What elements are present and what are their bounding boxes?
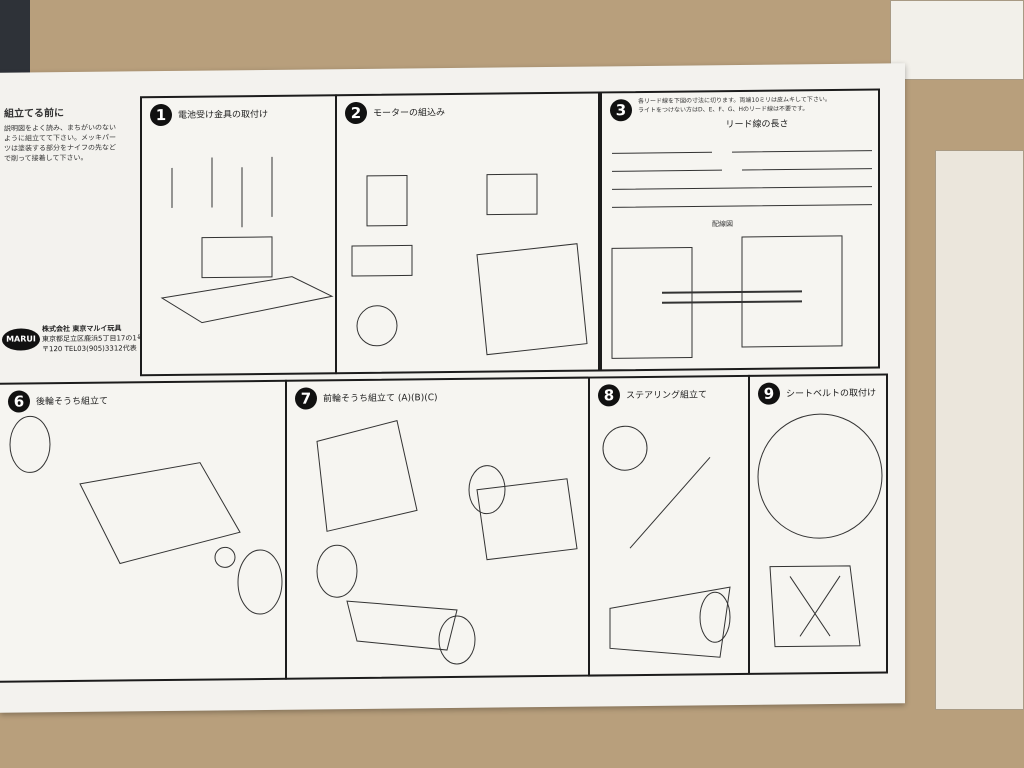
- lead-wire-diagram: [611, 150, 872, 359]
- step-2-panel: 2 モーターの組込み: [335, 91, 600, 375]
- company-tel: 〒120 TEL03(905)3312代表: [42, 344, 137, 354]
- step-number: 3: [610, 99, 632, 122]
- background-dark-corner: [0, 0, 30, 85]
- step-6-panel: 6 後輪そうち組立て: [0, 379, 287, 683]
- rear-wheel-illustration: [9, 415, 283, 615]
- front-wheel-illustration: [316, 419, 578, 665]
- step-9-panel: 9 シートベルトの取付け: [748, 373, 888, 675]
- company-logo: MARUI: [2, 328, 40, 351]
- intro-text: 説明図をよく読み、まちがいのないように組立てて下さい。メッキパーツは塗装する部分…: [4, 123, 116, 163]
- step-8-panel: 8 ステアリング組立て: [588, 374, 750, 677]
- light-wire-note: ライトをつけない方はD、E、F、G、Hのリード線は不要です。: [638, 105, 809, 115]
- instruction-sheet: 組立てる前に 説明図をよく読み、まちがいのないように組立てて下さい。メッキパーツ…: [0, 63, 905, 713]
- motor-illustration: [351, 173, 588, 356]
- step-3-panel: 3 各リード線を下図の寸法に切ります。両端10ミリは皮ムキして下さい。 ライトを…: [600, 88, 880, 372]
- step-title: リード線の長さ: [725, 119, 789, 131]
- company-info: 株式会社 東京マルイ玩具 東京都足立区鹿浜5丁目17の1号 〒120 TEL03…: [42, 323, 144, 355]
- kit-box-side: [935, 150, 1024, 710]
- kit-box-top: [890, 0, 1024, 80]
- step-3-notes: 各リード線を下図の寸法に切ります。両端10ミリは皮ムキして下さい。 ライトをつけ…: [638, 95, 876, 131]
- battery-bracket-illustration: [160, 156, 334, 324]
- intro-title: 組立てる前に: [4, 108, 64, 120]
- step-7-panel: 7 前輪そうち組立て (A)(B)(C): [285, 376, 590, 680]
- seatbelt-illustration: [757, 413, 883, 648]
- step-1-panel: 1 電池受け金具の取付け: [140, 94, 337, 377]
- wiring-diagram-label: 配線図: [712, 220, 733, 229]
- steering-illustration: [602, 425, 731, 658]
- intro-section: 組立てる前に 説明図をよく読み、まちがいのないように組立てて下さい。メッキパーツ…: [0, 96, 125, 317]
